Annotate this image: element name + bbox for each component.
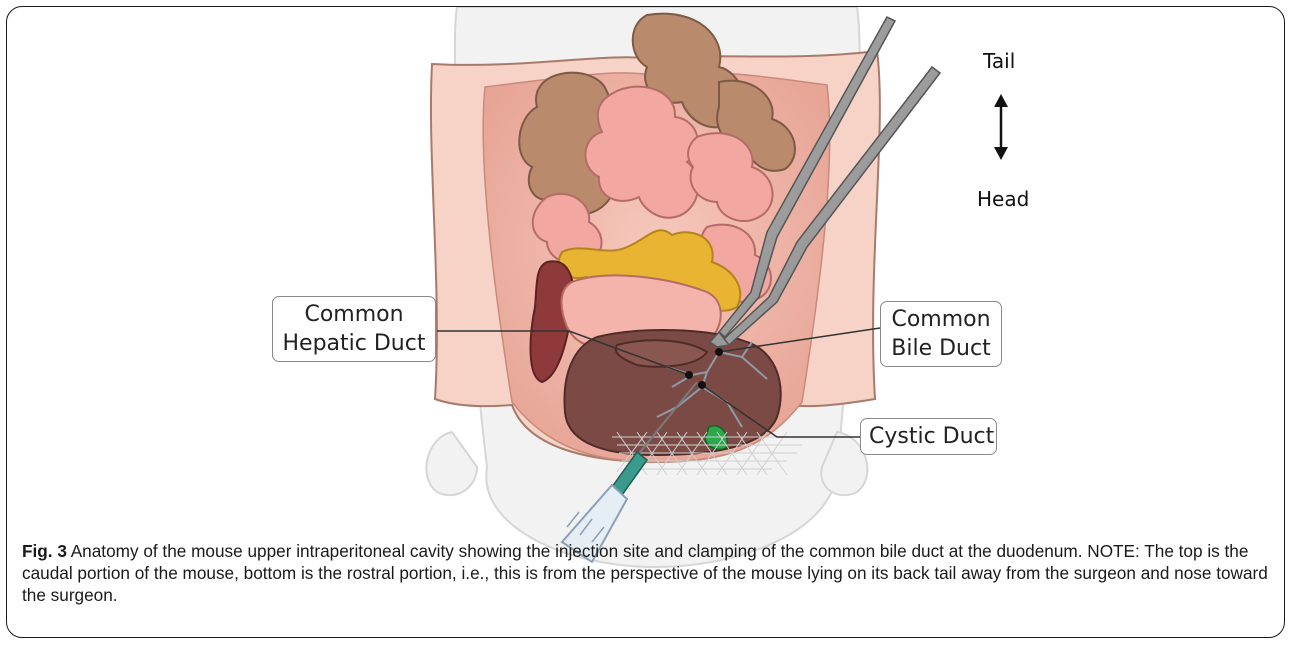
callout-cystic-duct-line1: Cystic Duct bbox=[869, 422, 988, 451]
callout-common-hepatic-duct: Common Hepatic Duct bbox=[272, 296, 436, 362]
callout-common-bile-duct-line1: Common bbox=[889, 305, 993, 334]
callout-cystic-duct: Cystic Duct bbox=[860, 418, 997, 455]
figure-frame: Tail Head Common Hepatic Duct Common Bil… bbox=[6, 6, 1285, 638]
callout-common-hepatic-duct-line2: Hepatic Duct bbox=[281, 329, 427, 358]
orientation-bottom-label: Head bbox=[977, 187, 1029, 211]
figure-caption: Fig. 3 Anatomy of the mouse upper intrap… bbox=[22, 540, 1277, 606]
callout-common-bile-duct-line2: Bile Duct bbox=[889, 334, 993, 363]
orientation-arrow bbox=[994, 94, 1008, 160]
callout-common-bile-duct: Common Bile Duct bbox=[880, 301, 1002, 367]
figure-caption-text: Anatomy of the mouse upper intraperitone… bbox=[22, 541, 1268, 605]
figure-label: Fig. 3 bbox=[22, 541, 67, 561]
callout-common-hepatic-duct-line1: Common bbox=[281, 300, 427, 329]
orientation-top-label: Tail bbox=[983, 49, 1015, 73]
